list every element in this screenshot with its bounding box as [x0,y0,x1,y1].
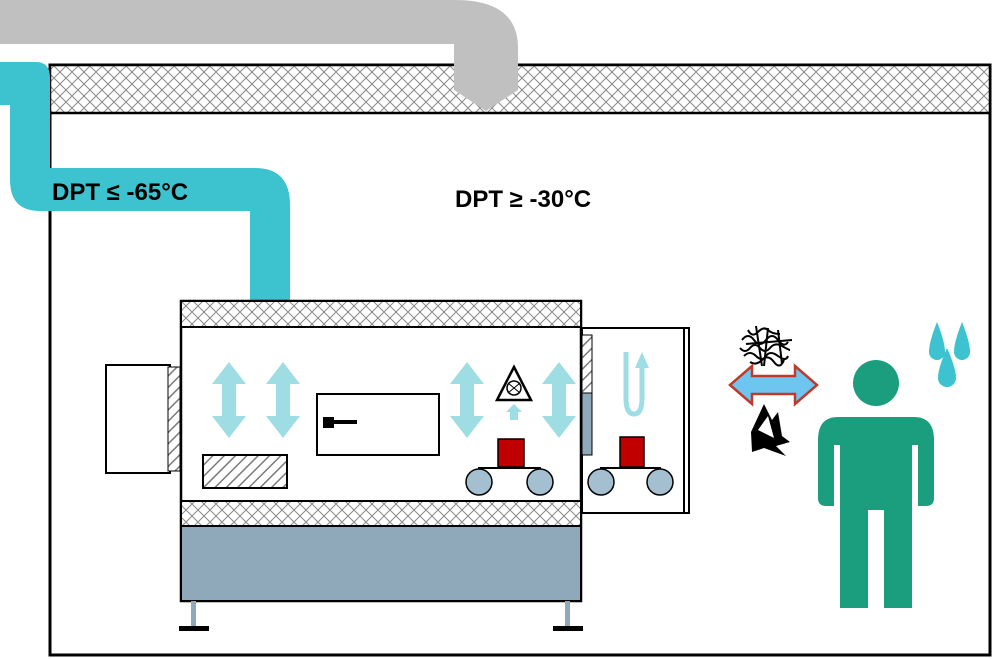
filter-triangle-icon [494,364,534,420]
debris-fragment-icon [751,404,790,456]
u-turn-airflow-arrow [623,352,645,417]
exchange-double-arrow [728,363,819,407]
left-airlock-seal [167,366,181,472]
right-conveyor [587,436,674,496]
right-roller-left [587,468,615,496]
u-turn-arrowhead [635,352,649,368]
machine-top-insulation [180,300,582,328]
left-leg [191,601,196,627]
airflow-arrow-4 [542,362,576,438]
water-drops-icon [929,322,970,387]
inner-window [316,393,440,456]
person-icon [818,360,934,608]
main-conveyor [465,438,554,496]
right-roller-right [646,468,674,496]
hatched-element [202,454,288,489]
right-foot [553,626,583,631]
right-product-block [619,436,645,468]
main-roller-left [465,468,493,496]
key-shaft-icon [333,420,357,424]
main-product-block [497,438,525,468]
base-cabinet [180,525,582,602]
particle-cluster-icon [739,325,793,367]
main-roller-right [526,468,554,496]
key-head-icon [323,417,334,428]
left-airlock [105,364,171,474]
airflow-arrow-3 [450,362,484,438]
ceiling-insulation [48,63,992,115]
airflow-arrow-2 [266,362,300,438]
right-leg [565,601,570,627]
room-dew-point-label: DPT ≥ -30°C [455,186,591,213]
left-foot [179,626,209,631]
supply-dew-point-label: DPT ≤ -65°C [52,179,188,206]
right-airlock-seal [581,334,593,394]
airflow-arrow-1 [212,362,246,438]
right-airlock-panel [581,392,593,456]
return-air-duct [0,0,518,111]
airflow-arrows [212,362,576,438]
machine-bottom-insulation [180,500,582,527]
